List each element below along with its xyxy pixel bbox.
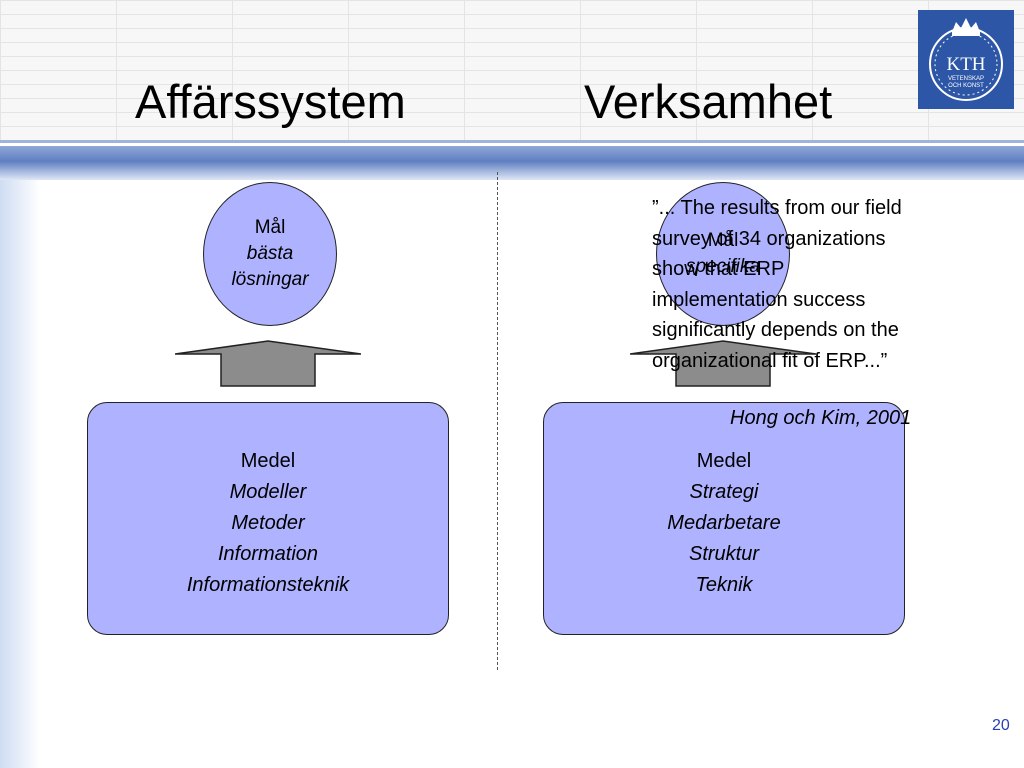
goal-right-line2: specifika [686, 256, 760, 277]
means-right-label: Medel [696, 450, 752, 472]
means-left-item: Metoder [231, 512, 305, 534]
left-gradient-shade [0, 180, 40, 768]
goal-left-line2: bästa [246, 243, 294, 264]
quote-line: implementation success [652, 288, 866, 311]
means-right-item: Struktur [688, 543, 760, 565]
kth-crest-icon: KTH VETENSKAP OCH KONST [929, 18, 1003, 101]
goal-left-line3: lösningar [231, 269, 309, 290]
header-band [0, 146, 1024, 180]
title-verksamhet: Verksamhet [584, 75, 833, 128]
means-right-item: Strategi [689, 481, 759, 503]
quote-citation: Hong och Kim, 2001 [730, 407, 912, 429]
logo-kth-text: KTH [946, 54, 985, 75]
means-left-item: Modeller [229, 481, 307, 503]
goal-circle-right: Mål specifika [656, 182, 790, 326]
header-band-line [0, 140, 1024, 143]
up-arrow-left [175, 340, 361, 387]
means-right-item: Teknik [695, 574, 753, 596]
quote-line: organizational fit of ERP...” [652, 349, 888, 372]
header-grid-background [0, 0, 1024, 142]
kth-logo: KTH VETENSKAP OCH KONST [918, 10, 1014, 109]
means-left-item: Informationsteknik [186, 574, 350, 596]
up-arrow-right [630, 340, 816, 387]
means-right-item: Medarbetare [667, 512, 781, 534]
logo-line1-text: VETENSKAP [948, 76, 984, 82]
title-affarssystem: Affärssystem [135, 75, 406, 128]
means-box-right: Medel Strategi Medarbetare Struktur Tekn… [543, 402, 905, 635]
logo-line2-text: OCH KONST [948, 83, 984, 89]
quote-line: significantly depends on the [652, 319, 899, 341]
quote-line: ”... The results from our field [652, 197, 902, 219]
means-box-left: Medel Modeller Metoder Information Infor… [87, 402, 449, 635]
quote-text: ”... The results from our field survey o… [652, 193, 987, 376]
goal-right-label: Mål [707, 230, 739, 251]
goal-circle-left: Mål bästa lösningar [203, 182, 337, 326]
quote-line: show that ERP [652, 258, 785, 280]
page-number: 20 [992, 717, 1010, 734]
quote-line: survey of 34 organizations [652, 227, 886, 250]
means-left-item: Information [217, 543, 319, 565]
goal-left-label: Mål [254, 217, 286, 238]
dashed-divider [497, 172, 498, 670]
means-left-label: Medel [240, 450, 296, 472]
